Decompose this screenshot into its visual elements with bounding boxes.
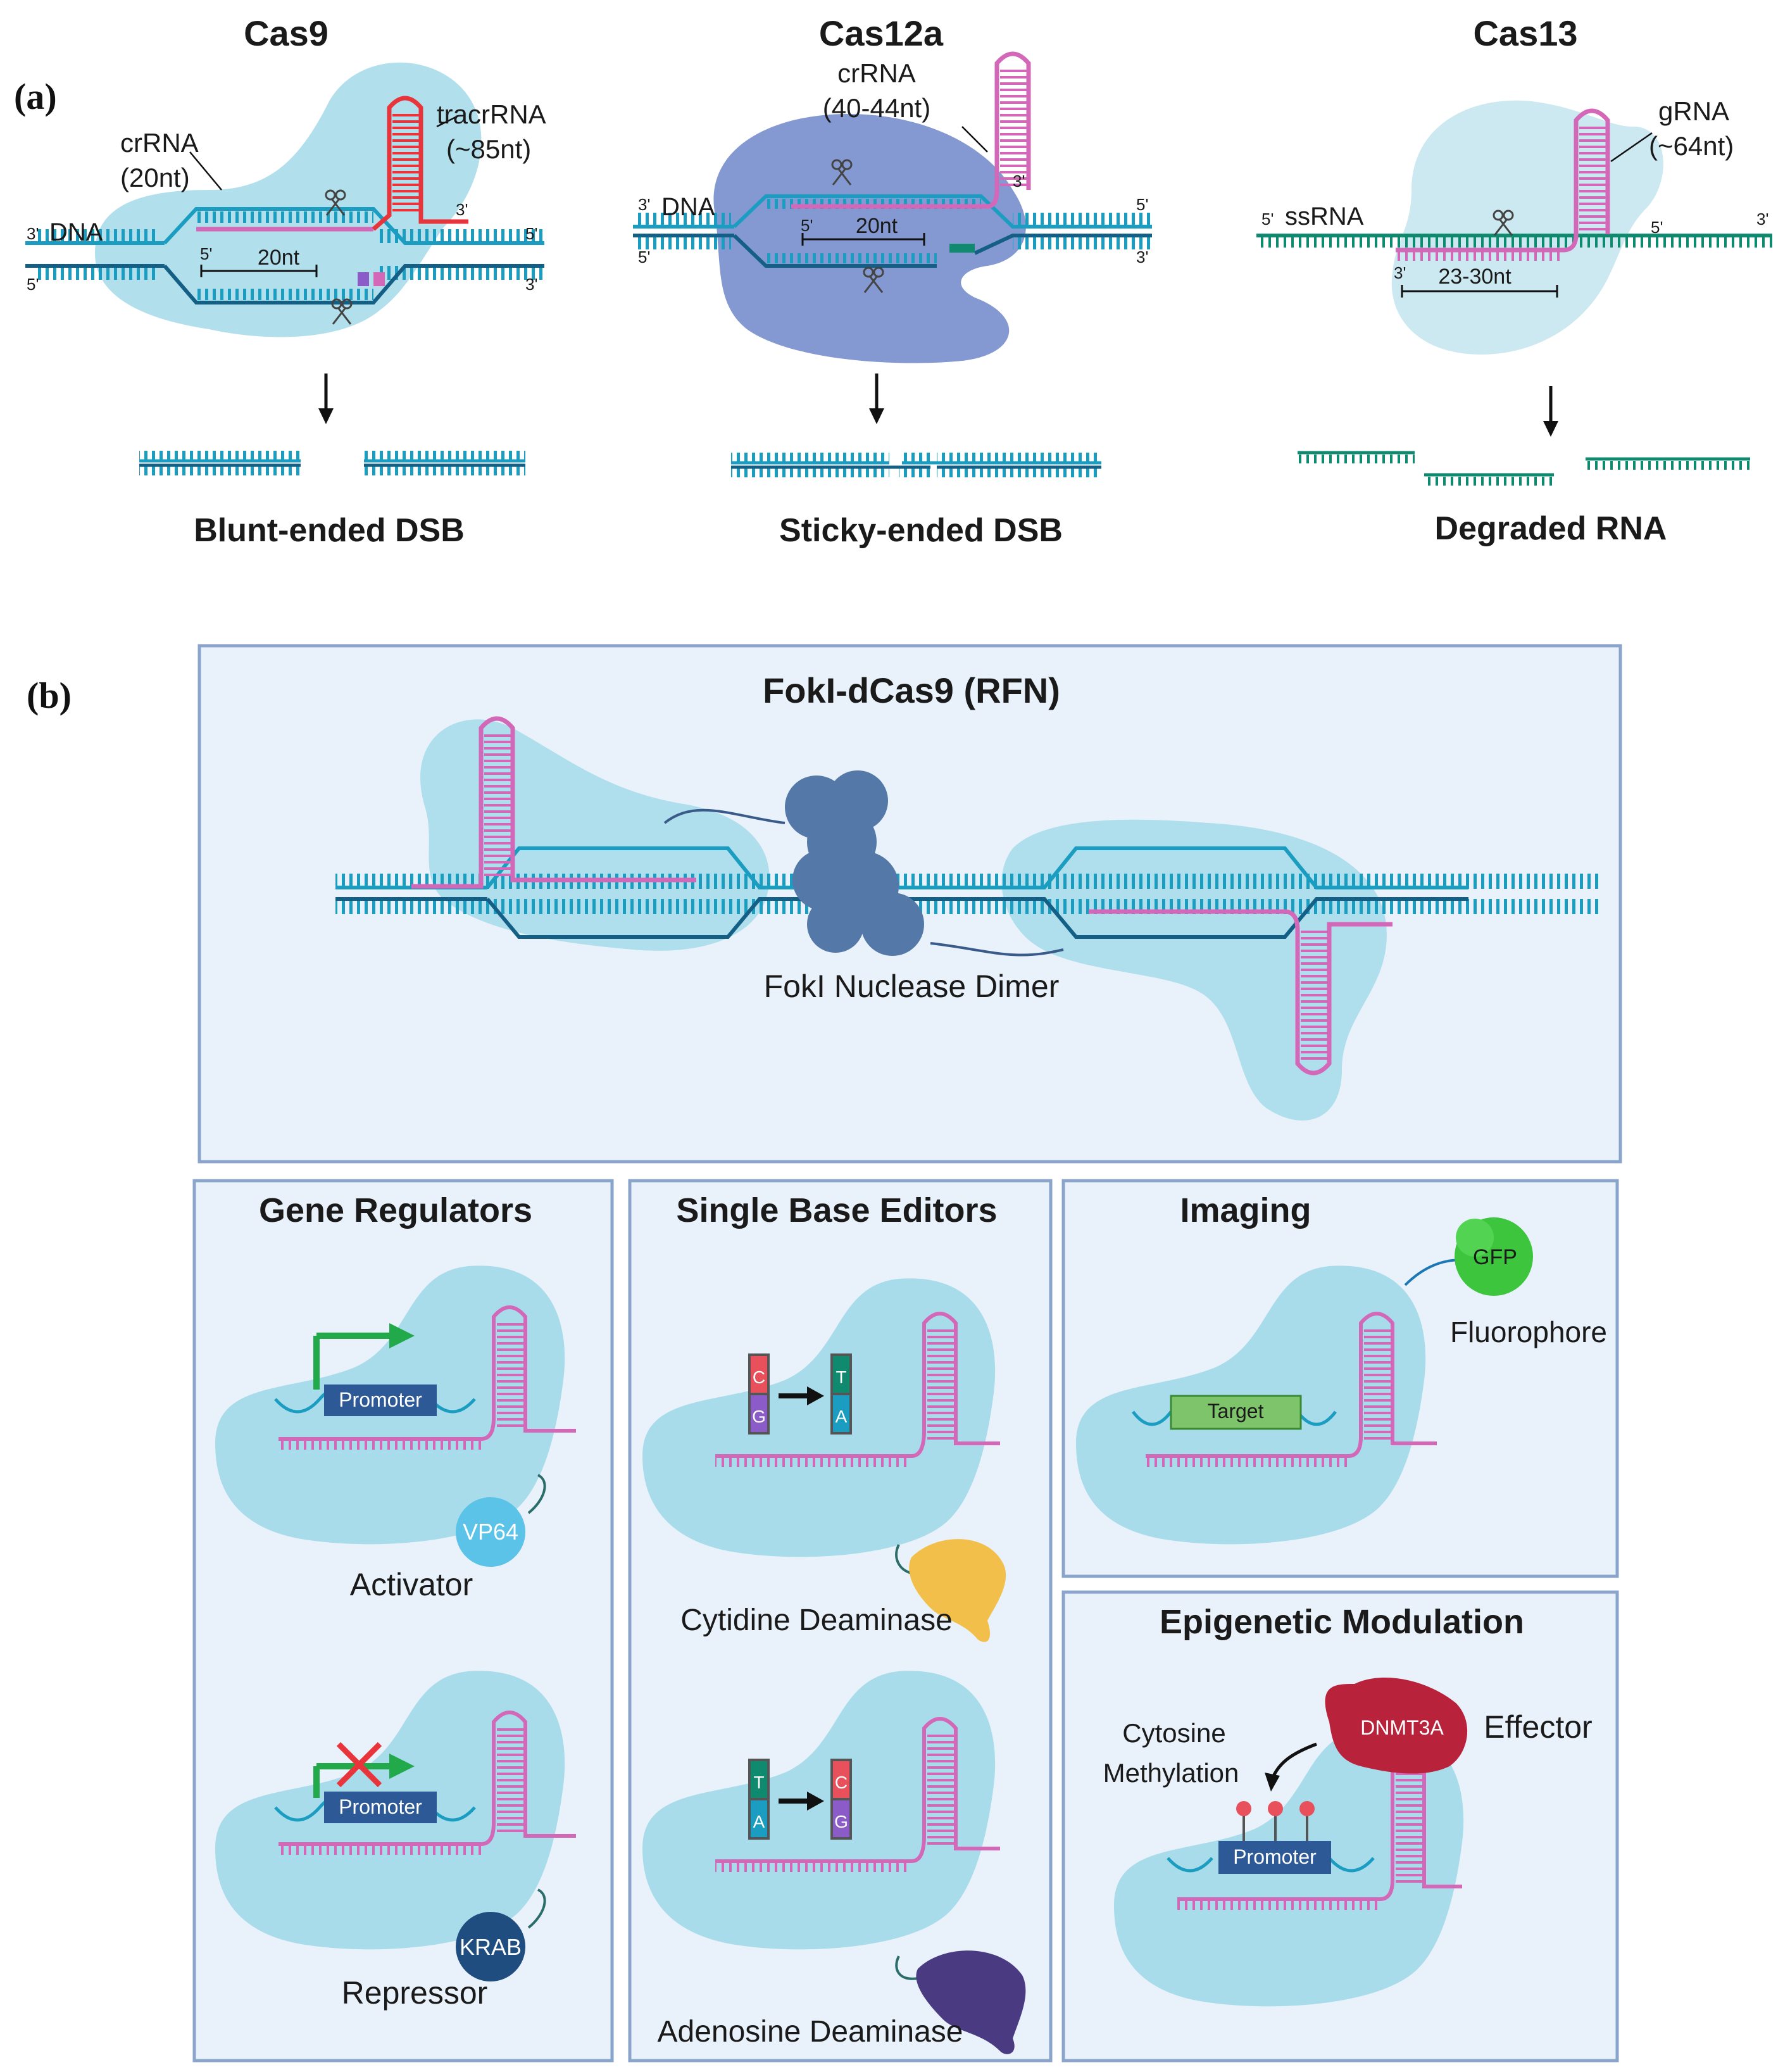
cas13-grna-5prime: 5'	[1651, 218, 1663, 237]
abe-c-text: C	[835, 1773, 848, 1792]
cytidine-label: Cytidine Deaminase	[680, 1604, 953, 1637]
vp64-text: VP64	[463, 1519, 518, 1545]
cas9-crrna-label: crRNA	[120, 128, 199, 158]
cas12a-span-label: 20nt	[856, 214, 898, 238]
cas9-title: Cas9	[244, 13, 329, 53]
foki-panel: FokI-dCas9 (RFN) FokI Nuclease Dimer	[197, 644, 1622, 1164]
gene-regulators-title: Gene Regulators	[259, 1191, 532, 1229]
abe-a-text: A	[753, 1812, 765, 1831]
cbe-t-text: T	[836, 1367, 846, 1387]
cas13-protein	[1391, 100, 1663, 355]
epigenetic-title: Epigenetic Modulation	[1160, 1603, 1524, 1641]
foki-dimer	[785, 770, 924, 956]
activator-promoter-text: Promoter	[339, 1388, 422, 1411]
cas12a-5prime-right: 5'	[1136, 195, 1148, 214]
imaging-title: Imaging	[1180, 1191, 1311, 1229]
krab-text: KRAB	[460, 1934, 522, 1960]
cas13-diagram: Cas13 gRNA (~64nt) ssRNA 5' 3' 5' 3' 23-…	[1256, 13, 1772, 547]
cas9-3prime-left: 3'	[27, 224, 39, 243]
cas9-5prime-right: 5'	[525, 224, 537, 243]
cas9-span-label: 20nt	[258, 246, 300, 270]
repressor-label: Repressor	[342, 1975, 488, 2011]
cas9-diagram: Cas9 crRNA (20nt) tracrRNA (~85nt) DNA 3…	[25, 13, 546, 549]
adenosine-label: Adenosine Deaminase	[658, 2015, 963, 2049]
cas13-result: Degraded RNA	[1435, 510, 1667, 547]
cas13-3prime-right: 3'	[1756, 210, 1768, 229]
cas9-tracr-3prime: 3'	[456, 200, 468, 219]
base-editors-panel: Single Base Editors C G T A Cytidine Dea…	[628, 1179, 1053, 2063]
cbe-g-text: G	[752, 1407, 766, 1426]
cas9-crrna-5prime: 5'	[200, 244, 212, 263]
cas12a-crrna-length: (40-44nt)	[823, 93, 930, 123]
panel-b-letter: (b)	[27, 675, 72, 716]
dnmt3a-text: DNMT3A	[1360, 1716, 1444, 1739]
epigenetic-panel: Epigenetic Modulation Promoter DNMT3A Ef…	[1061, 1590, 1619, 2063]
abe-t-text: T	[753, 1773, 764, 1792]
cas12a-crrna-3prime: 3'	[1013, 172, 1025, 191]
cbe-a-text: A	[836, 1407, 848, 1426]
base-editors-title: Single Base Editors	[676, 1191, 997, 1229]
gene-regulators-panel: Gene Regulators Promoter VP64 Activator …	[192, 1179, 614, 2063]
abe-g-text: G	[834, 1812, 848, 1831]
effector-label: Effector	[1484, 1709, 1592, 1745]
cas13-grna-3prime: 3'	[1394, 263, 1406, 282]
cas13-span-label: 23-30nt	[1438, 265, 1511, 289]
cas9-result: Blunt-ended DSB	[194, 512, 465, 549]
cas13-ssrna-label: ssRNA	[1285, 203, 1364, 230]
cas12a-5prime-left: 5'	[638, 248, 650, 267]
cas12a-dna-label: DNA	[661, 193, 715, 221]
target-text: Target	[1208, 1400, 1264, 1422]
cas13-grna-length: (~64nt)	[1649, 131, 1734, 161]
cas9-tracr-label: tracrRNA	[437, 99, 546, 129]
methylation-line1: Cytosine	[1122, 1718, 1225, 1748]
cbe-c-text: C	[753, 1367, 765, 1387]
cas9-crrna-length: (20nt)	[120, 163, 190, 192]
methylation-line2: Methylation	[1103, 1758, 1239, 1788]
cas12a-crrna-5prime: 5'	[801, 216, 813, 235]
cas12a-diagram: Cas12a crRNA (40-44nt) DNA 3' 5' 5' 3' 3…	[633, 13, 1152, 549]
cas9-dna-label: DNA	[49, 218, 103, 246]
cas13-title: Cas13	[1473, 13, 1577, 53]
fluorophore-label: Fluorophore	[1450, 1315, 1607, 1348]
cas12a-result: Sticky-ended DSB	[779, 512, 1063, 549]
cas12a-title: Cas12a	[819, 13, 944, 53]
imaging-panel: Imaging Target GFP Fluorophore	[1061, 1179, 1619, 1578]
panel-a-letter: (a)	[14, 76, 57, 117]
cas9-5prime-left: 5'	[27, 275, 39, 294]
cas12a-3prime-right: 3'	[1136, 248, 1148, 267]
foki-dimer-label: FokI Nuclease Dimer	[764, 969, 1060, 1004]
foki-title: FokI-dCas9 (RFN)	[763, 670, 1060, 710]
cas13-grna-label: gRNA	[1658, 96, 1729, 126]
epi-promoter-text: Promoter	[1233, 1845, 1317, 1868]
repressor-promoter-text: Promoter	[339, 1795, 422, 1818]
cas12a-crrna-label: crRNA	[837, 58, 916, 88]
gfp-text: GFP	[1473, 1245, 1517, 1269]
cas9-3prime-right: 3'	[525, 275, 537, 294]
cas13-5prime-left: 5'	[1261, 210, 1274, 229]
activator-label: Activator	[350, 1567, 473, 1602]
cas12a-3prime-left: 3'	[638, 195, 650, 214]
cas9-tracr-length: (~85nt)	[446, 134, 531, 164]
